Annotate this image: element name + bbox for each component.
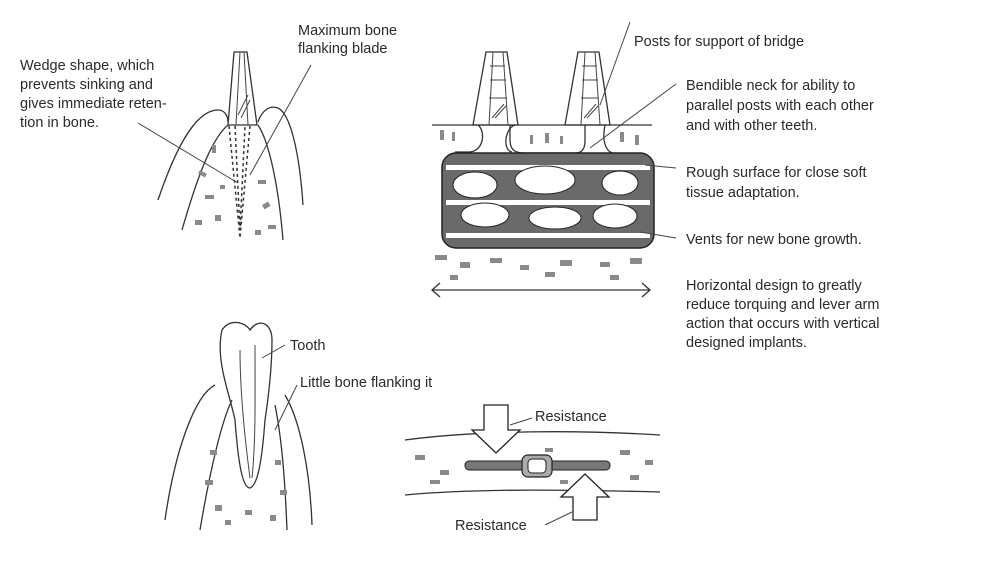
horizontal-arrow (431, 282, 651, 298)
neck-label: Bendible neck for ability to parallel po… (686, 78, 878, 134)
little-bone-label: Little bone flanking it (300, 375, 432, 391)
max-bone-label: Maximum bone flanking blade (298, 23, 401, 57)
leader-tooth (261, 344, 286, 359)
tooth-label: Tooth (290, 338, 325, 354)
resistance-top-label: Resistance (535, 409, 607, 425)
horizontal-implant-figure (431, 21, 677, 298)
resistance-bottom-label: Resistance (455, 518, 527, 534)
leader-little-bone (274, 384, 298, 431)
leader-rough (644, 164, 677, 169)
leader-posts (599, 21, 631, 106)
natural-tooth-figure (164, 321, 313, 531)
bone-arc-right-outer (257, 106, 304, 206)
leader-neck (589, 83, 677, 149)
vents-label: Vents for new bone growth. (686, 232, 862, 248)
bone-arc-left-outer (157, 109, 229, 201)
post-right (564, 51, 611, 126)
down-arrow-icon (470, 404, 522, 454)
bone-arc-left-inner (181, 124, 229, 231)
resistance-figure (404, 404, 661, 526)
bone-arc-right-inner (257, 124, 284, 241)
wedge-implant-figure (137, 51, 312, 241)
wedge-label: Wedge shape, which prevents sinking and … (20, 58, 171, 131)
wedge-blade (228, 125, 251, 239)
leader-vents (639, 231, 677, 239)
leader-bone (249, 64, 312, 176)
up-arrow-icon (559, 473, 611, 521)
rough-surface-label: Rough surface for close soft tissue adap… (686, 165, 871, 201)
leader-wedge (137, 122, 239, 184)
tooth (219, 321, 273, 489)
post-left (472, 51, 519, 126)
implant-post (227, 51, 258, 126)
posts-label: Posts for support of bridge (634, 34, 804, 50)
horizontal-design-label: Horizontal design to greatly reduce torq… (686, 278, 883, 351)
bone-vents (452, 165, 639, 230)
